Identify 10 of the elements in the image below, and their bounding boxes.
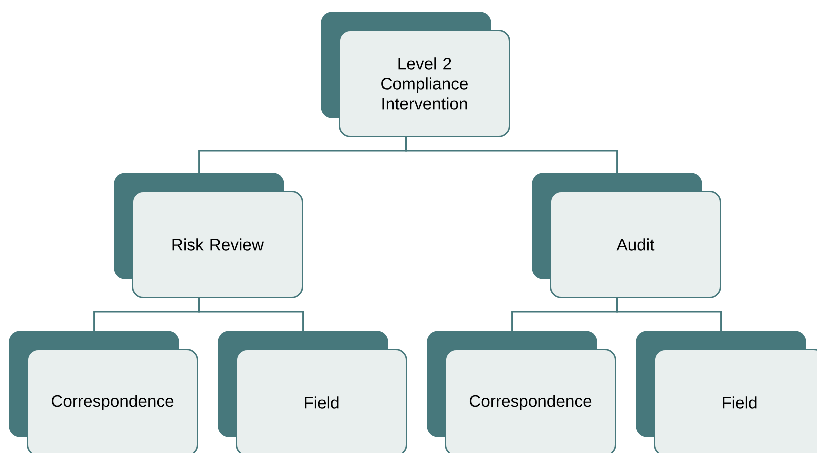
org-chart-box: Field bbox=[636, 331, 817, 453]
org-chart-box: Correspondence bbox=[9, 331, 198, 453]
connector-line bbox=[198, 298, 304, 331]
org-chart-box: Correspondence bbox=[427, 331, 616, 453]
org-chart-box: Level 2 Compliance Intervention bbox=[321, 12, 510, 138]
org-chart-box: Risk Review bbox=[114, 173, 304, 298]
org-chart-box: Audit bbox=[532, 173, 722, 298]
connector-line bbox=[406, 137, 618, 173]
org-chart-box: Field bbox=[218, 331, 408, 453]
connector-line bbox=[616, 298, 722, 331]
